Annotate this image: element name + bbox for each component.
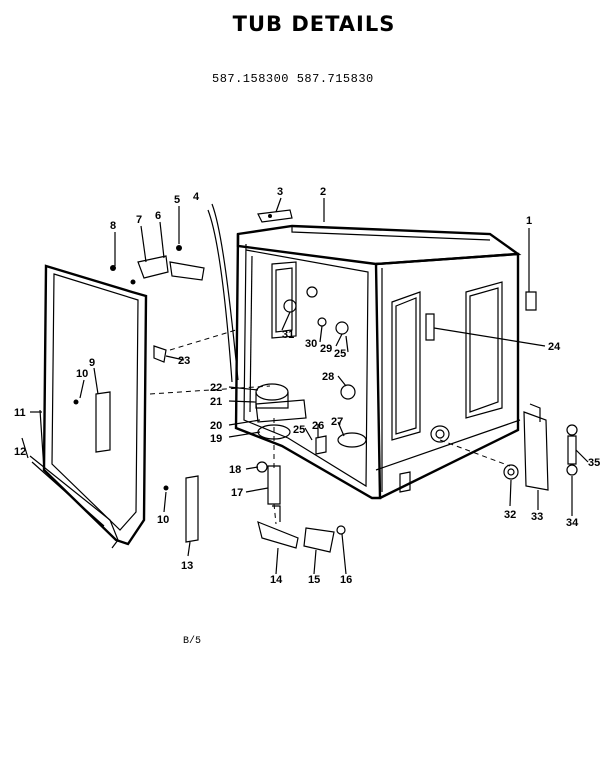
callout-35: 35 (588, 457, 600, 469)
callout-26: 26 (312, 420, 324, 432)
diagram-title: TUB DETAILS (232, 12, 396, 36)
callout-29: 29 (320, 343, 332, 355)
callout-27: 27 (331, 416, 343, 428)
door-panel (29, 264, 148, 549)
callout-25-upper: 25 (334, 348, 346, 360)
callout-5: 5 (174, 194, 180, 206)
callout-19: 19 (210, 433, 222, 445)
callout-16: 16 (340, 574, 352, 586)
callout-21: 21 (210, 396, 222, 408)
callout-7: 7 (136, 214, 142, 226)
tub-body (234, 224, 522, 500)
callout-33: 33 (531, 511, 543, 523)
small-parts (73, 203, 578, 553)
callout-13: 13 (181, 560, 193, 572)
callout-15: 15 (308, 574, 320, 586)
callout-10-hinge: 10 (157, 514, 169, 526)
callout-10-door: 10 (76, 368, 88, 380)
page-code: B/5 (183, 636, 202, 647)
callout-32: 32 (504, 509, 516, 521)
callout-9: 9 (89, 357, 95, 369)
callout-34: 34 (566, 517, 579, 529)
model-numbers: 587.158300 587.715830 (212, 72, 374, 86)
callout-18: 18 (229, 464, 241, 476)
callout-4: 4 (193, 191, 200, 203)
assembly-lines (149, 329, 511, 525)
callout-22: 22 (210, 382, 222, 394)
callout-23: 23 (178, 355, 190, 367)
callout-3: 3 (277, 186, 283, 198)
callouts: 1 2 3 4 5 6 7 8 9 10 10 11 12 13 14 15 1… (14, 186, 600, 586)
callout-14: 14 (270, 574, 283, 586)
callout-20: 20 (210, 420, 222, 432)
callout-30: 30 (305, 338, 317, 350)
callout-6: 6 (155, 210, 161, 222)
callout-17: 17 (231, 487, 243, 499)
callout-8: 8 (110, 220, 116, 232)
callout-28: 28 (322, 371, 334, 383)
callout-2: 2 (320, 186, 326, 198)
callout-12: 12 (14, 446, 26, 458)
leader-lines (21, 197, 589, 575)
callout-11: 11 (14, 407, 26, 419)
callout-1: 1 (526, 215, 532, 227)
callout-25-lower: 25 (293, 424, 305, 436)
callout-31: 31 (282, 329, 294, 341)
callout-24: 24 (548, 341, 561, 353)
